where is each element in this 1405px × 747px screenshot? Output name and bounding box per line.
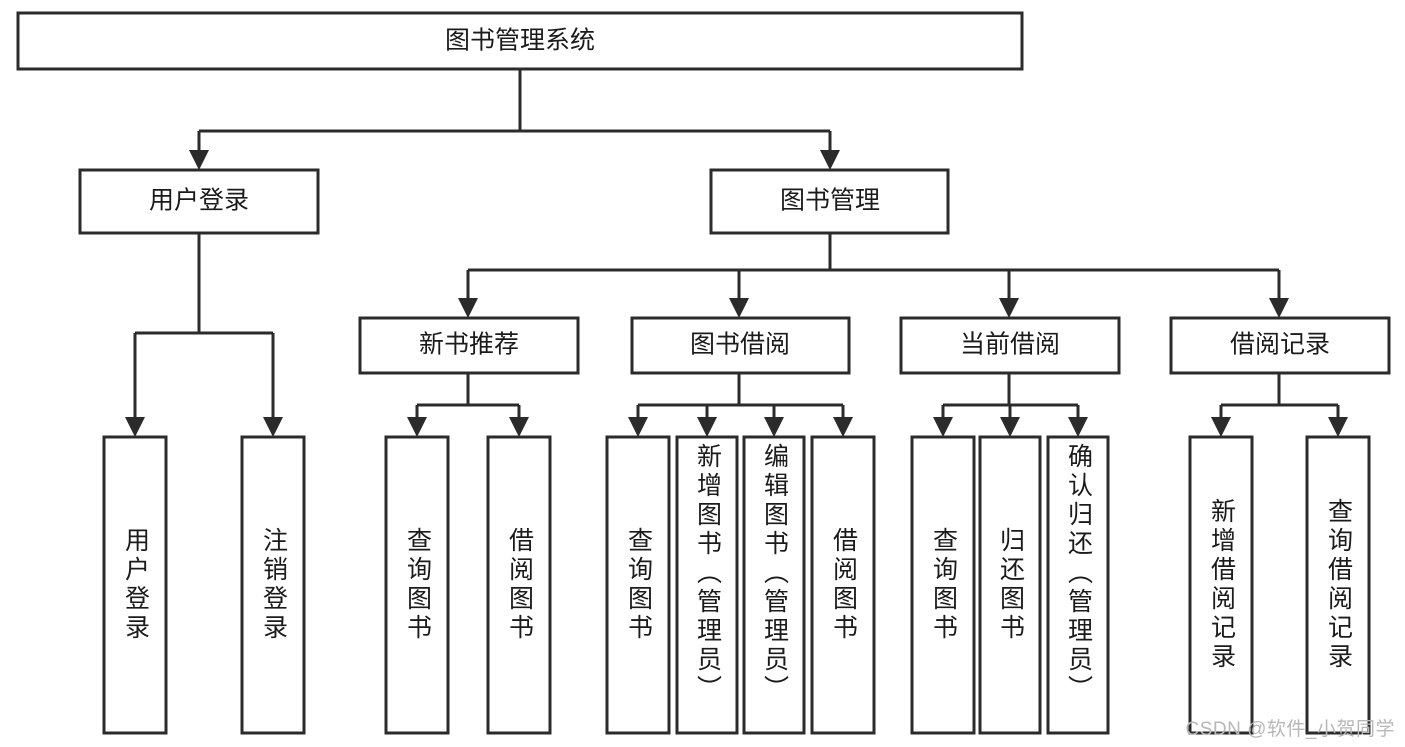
arrowhead-leaf-edit-book — [764, 417, 784, 437]
arrowhead-current — [999, 298, 1019, 318]
arrowhead-leaf-query-book-1 — [407, 417, 427, 437]
arrowhead-leaf-query-book-3 — [933, 417, 953, 437]
arrowhead-leaf-return-book — [1000, 417, 1020, 437]
node-login-box[interactable] — [78, 168, 320, 235]
node-leaf-confirm-return-box[interactable] — [1046, 435, 1110, 735]
arrowhead-leaf-borrow-book-2 — [833, 417, 853, 437]
node-borrow-label: 图书借阅 — [690, 331, 790, 359]
arrowhead-to-bookmgmt — [820, 150, 840, 170]
arrowhead-borrow — [729, 298, 749, 318]
arrowhead-leaf-query-book-2 — [628, 417, 648, 437]
node-newbook-label: 新书推荐 — [419, 331, 519, 359]
arrowhead-leaf-confirm-return — [1068, 417, 1088, 437]
node-borrow[interactable]: 图书借阅 — [630, 316, 851, 375]
node-login[interactable]: 用户登录 — [78, 168, 320, 235]
node-records-box[interactable] — [1169, 316, 1391, 375]
arrowhead-leaf-query-record — [1328, 417, 1348, 437]
node-root[interactable]: 图书管理系统 — [16, 11, 1024, 71]
connector-group — [125, 69, 1348, 437]
node-leaf-query-book-3-box[interactable] — [910, 435, 976, 735]
node-current-box[interactable] — [899, 316, 1121, 375]
node-leaf-edit-book-box[interactable] — [742, 435, 806, 735]
node-records-label: 借阅记录 — [1230, 331, 1330, 359]
node-root-label: 图书管理系统 — [445, 27, 595, 55]
node-bookmgmt[interactable]: 图书管理 — [709, 168, 950, 235]
node-leaf-logout-box[interactable] — [240, 435, 306, 735]
node-leaf-query-record-box[interactable] — [1305, 435, 1371, 735]
node-borrow-box[interactable] — [630, 316, 851, 375]
node-leaf-add-record-box[interactable] — [1188, 435, 1254, 735]
node-current-label: 当前借阅 — [960, 331, 1060, 359]
leaf-box-group — [102, 435, 1371, 735]
node-login-label: 用户登录 — [149, 187, 249, 215]
arrowhead-records — [1269, 298, 1289, 318]
arrowhead-leaf-borrow-book-1 — [509, 417, 529, 437]
node-leaf-query-book-2-box[interactable] — [605, 435, 671, 735]
arrowhead-leaf-logout — [263, 417, 283, 437]
arrowhead-leaf-add-record — [1211, 417, 1231, 437]
csdn-watermark: CSDN @软件_小贺同学 — [1185, 719, 1395, 740]
node-bookmgmt-box[interactable] — [709, 168, 950, 235]
arrowhead-newbook — [458, 298, 478, 318]
node-newbook[interactable]: 新书推荐 — [358, 316, 580, 375]
node-newbook-box[interactable] — [358, 316, 580, 375]
arrowhead-leaf-user-login — [125, 417, 145, 437]
node-root-box[interactable] — [16, 11, 1024, 71]
node-leaf-return-book-box[interactable] — [978, 435, 1042, 735]
node-current[interactable]: 当前借阅 — [899, 316, 1121, 375]
node-leaf-borrow-book-1-box[interactable] — [486, 435, 552, 735]
node-leaf-borrow-book-2-box[interactable] — [810, 435, 876, 735]
node-bookmgmt-label: 图书管理 — [780, 187, 880, 215]
node-leaf-add-book-box[interactable] — [675, 435, 739, 735]
node-leaf-user-login-box[interactable] — [102, 435, 168, 735]
arrowhead-leaf-add-book — [697, 417, 717, 437]
arrowhead-to-login — [189, 150, 209, 170]
node-leaf-query-book-1-box[interactable] — [384, 435, 450, 735]
node-records[interactable]: 借阅记录 — [1169, 316, 1391, 375]
